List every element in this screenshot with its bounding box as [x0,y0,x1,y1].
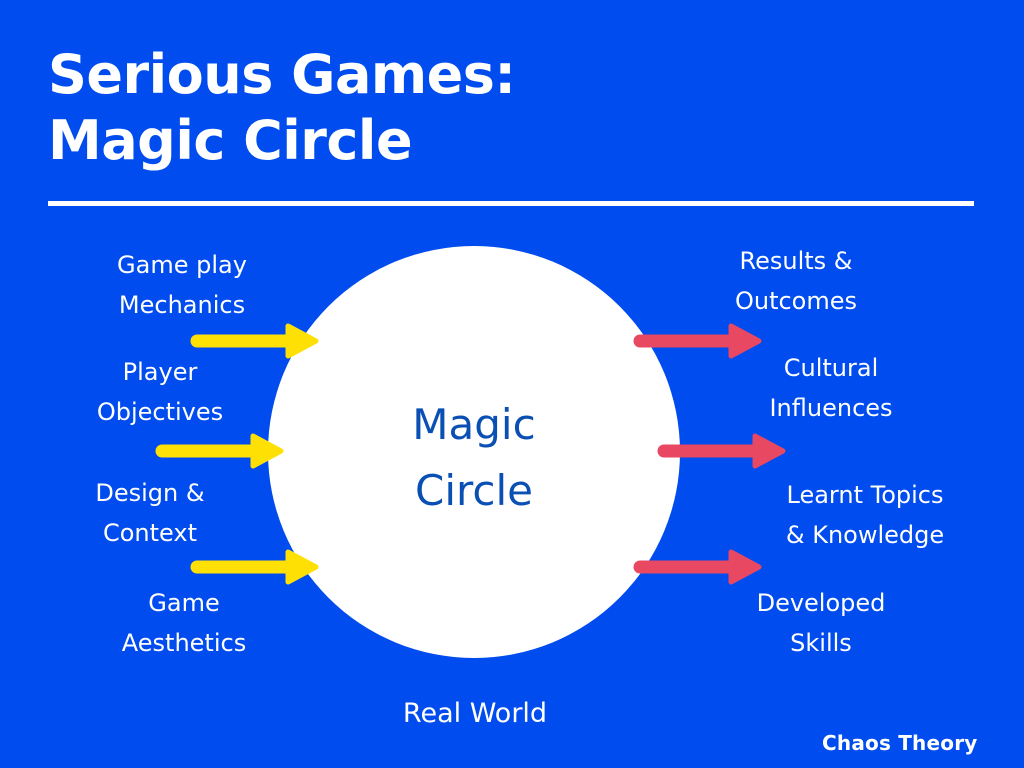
title-line-1: Serious Games: [48,43,516,106]
label-line-2: Influences [769,394,893,422]
output-label-cultural-influences: Cultural Influences [745,348,917,428]
label-line-2: Mechanics [118,291,246,319]
output-label-learnt-topics-knowledge: Learnt Topics & Knowledge [762,475,968,555]
label-line-2: Objectives [96,398,224,426]
title-line-2: Magic Circle [48,109,413,172]
input-label-player-objectives: Player Objectives [74,352,246,432]
output-label-developed-skills: Developed Skills [735,583,907,663]
page-title: Serious Games: Magic Circle [48,42,516,174]
label-line-1: Learnt Topics [786,481,944,509]
label-line-1: Design & [95,479,205,507]
label-line-1: Player [122,358,198,386]
label-line-1: Developed [756,589,886,617]
input-label-design-context: Design & Context [64,473,236,553]
output-label-results-outcomes: Results & Outcomes [710,241,882,321]
yellow-arrow-right-icon [190,549,319,585]
magic-circle-label: Magic Circle [324,392,624,524]
label-line-2: & Knowledge [785,521,945,549]
circle-label-line-2: Circle [415,466,533,515]
label-line-2: Skills [790,629,852,657]
real-world-label: Real World [402,698,548,729]
label-line-1: Cultural [783,354,879,382]
label-line-1: Game [148,589,220,617]
title-divider [48,201,974,206]
brand-logo: Chaos Theory [822,731,978,755]
input-label-gameplay-mechanics: Game play Mechanics [96,245,268,325]
label-line-2: Context [102,519,198,547]
yellow-arrow-right-icon [155,433,284,469]
circle-label-line-1: Magic [412,400,536,449]
label-line-2: Outcomes [734,287,858,315]
red-arrow-right-icon [633,323,762,359]
label-line-1: Results & [739,247,853,275]
label-line-1: Game play [117,251,247,279]
input-label-game-aesthetics: Game Aesthetics [98,583,270,663]
yellow-arrow-right-icon [190,323,319,359]
magic-circle [268,246,680,658]
red-arrow-right-icon [657,433,786,469]
label-line-2: Aesthetics [121,629,247,657]
red-arrow-right-icon [633,549,762,585]
